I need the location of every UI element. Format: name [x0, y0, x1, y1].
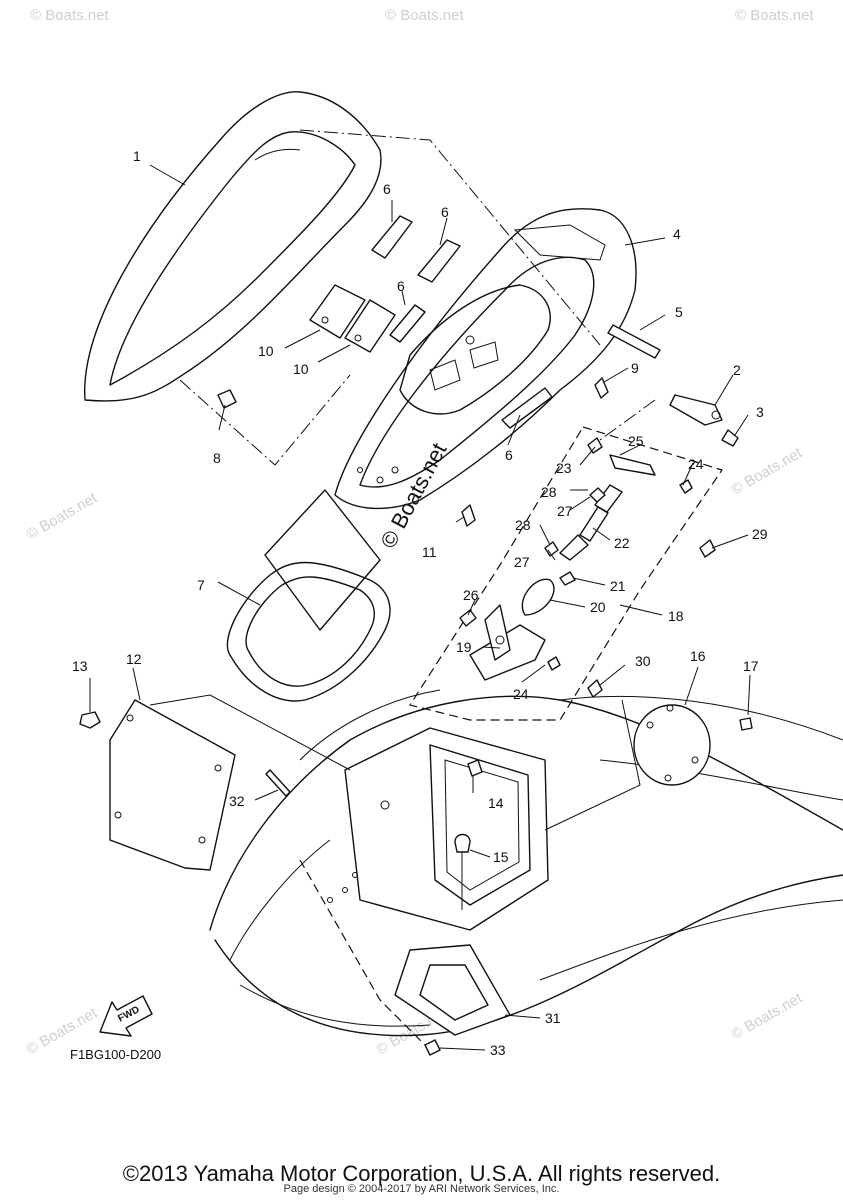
leader-dashdot-2	[179, 374, 351, 466]
bracket-leader	[299, 859, 426, 1046]
callout-11: 11	[422, 544, 437, 560]
callout-12: 12	[126, 651, 142, 667]
callout-13: 13	[72, 658, 88, 674]
part-7-gasket	[226, 561, 391, 702]
callout-27-a: 27	[557, 503, 573, 519]
assembly-box-18	[409, 426, 723, 721]
callout-27-b: 27	[514, 554, 530, 570]
callout-24-a: 24	[688, 456, 704, 472]
watermark-mid-right: © Boats.net	[729, 444, 806, 498]
callout-24-b: 24	[513, 686, 529, 702]
callout-15: 15	[493, 849, 509, 865]
part-8-clip	[217, 389, 237, 409]
callout-10-a: 10	[258, 343, 274, 359]
callout-29: 29	[752, 526, 768, 542]
part-11-pin	[461, 504, 476, 527]
part-32-pin	[265, 769, 291, 797]
callout-7: 7	[197, 577, 205, 593]
part-33-nut	[424, 1039, 441, 1056]
part-12-plate	[109, 699, 236, 871]
cap-leader	[544, 699, 641, 831]
callout-33: 33	[490, 1042, 506, 1058]
callout-1: 1	[133, 148, 141, 164]
callout-6-b: 6	[441, 204, 449, 220]
callout-25: 25	[628, 433, 644, 449]
damper-assembly	[459, 437, 716, 698]
part-13-screw	[79, 711, 101, 729]
callout-22: 22	[614, 535, 630, 551]
part-6-spacers	[371, 215, 553, 429]
callout-6-a: 6	[383, 181, 391, 197]
part-10-brackets	[309, 284, 396, 353]
callout-3: 3	[756, 404, 764, 420]
copyright-notice: ©2013 Yamaha Motor Corporation, U.S.A. A…	[122, 1161, 721, 1186]
leader-dashdot-1	[299, 129, 601, 346]
part-15-cap	[454, 833, 471, 853]
callout-28-a: 28	[541, 484, 557, 500]
callout-4: 4	[673, 226, 681, 242]
callout-28-b: 28	[515, 517, 531, 533]
callout-9: 9	[631, 360, 639, 376]
gasket-leader-box	[264, 489, 381, 631]
callout-32: 32	[229, 793, 245, 809]
callout-8: 8	[213, 450, 221, 466]
part-5-rod	[607, 324, 661, 359]
page-design-credit: Page design © 2004-2017 by ARI Network S…	[283, 1183, 560, 1195]
part-9-pin	[594, 377, 609, 399]
callout-6-c: 6	[397, 278, 405, 294]
watermark-top-left: © Boats.net	[30, 7, 109, 24]
fwd-arrow: FWD	[99, 995, 153, 1037]
callout-30: 30	[635, 653, 651, 669]
callout-18: 18	[668, 608, 684, 624]
callout-17: 17	[743, 658, 759, 674]
watermark-mid-left: © Boats.net	[24, 489, 101, 543]
diagram-code: F1BG100-D200	[70, 1047, 162, 1062]
callout-6-d: 6	[505, 447, 513, 463]
watermark-top-center: © Boats.net	[385, 7, 464, 24]
part-16-cap	[633, 704, 711, 786]
callout-numbers: 1 2 3 4 5 6 6 6 6 7 8 9 10 10 11 12 13 1…	[72, 148, 768, 1058]
callout-19: 19	[456, 639, 472, 655]
part-17-screw	[739, 717, 753, 731]
part-4-seat-base	[334, 208, 637, 510]
callout-20: 20	[590, 599, 606, 615]
callout-16: 16	[690, 648, 706, 664]
callout-23: 23	[556, 460, 572, 476]
leader-lines	[89, 164, 751, 1051]
callout-2: 2	[733, 362, 741, 378]
hull-outline	[209, 689, 843, 1037]
watermark-bottom-right: © Boats.net	[729, 989, 806, 1043]
callout-26: 26	[463, 587, 479, 603]
leader-dashdot-3	[599, 399, 656, 441]
part-31-bracket	[394, 944, 511, 1036]
storage-compartment	[327, 727, 549, 931]
callout-14: 14	[488, 795, 504, 811]
callout-21: 21	[610, 578, 626, 594]
plate-leader	[149, 694, 351, 771]
part-2-hinge-arm	[669, 394, 739, 447]
callout-5: 5	[675, 304, 683, 320]
watermark-top-right: © Boats.net	[735, 7, 814, 24]
callout-10-b: 10	[293, 361, 309, 377]
part-14-clip	[467, 759, 483, 777]
fwd-arrow-icon	[99, 995, 153, 1037]
part-1-seat	[84, 91, 382, 402]
callout-31: 31	[545, 1010, 561, 1026]
